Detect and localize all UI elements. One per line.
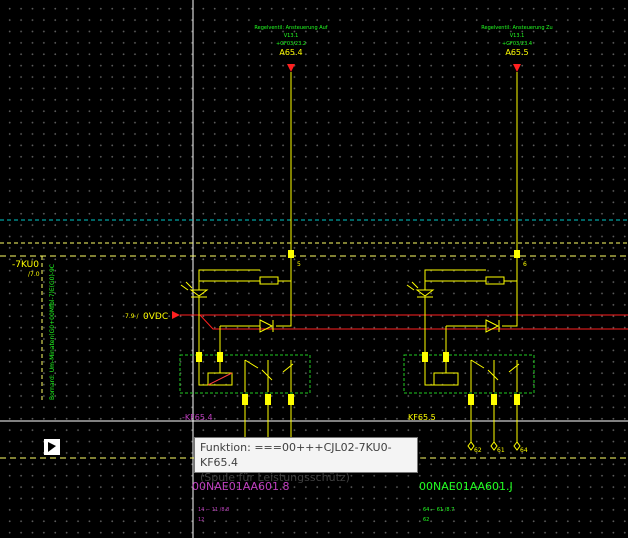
circuit-group-1: Regelventil: Ansteuerung Auf V13.1 +GF03…: [179, 25, 328, 438]
led-icon: [415, 289, 435, 297]
tooltip-description: (Spule für Leistungsschütz): [200, 471, 350, 484]
top-tag-1: A65.4: [279, 48, 302, 57]
top-address-2: +GF03/23.4: [502, 41, 532, 47]
top-pageref-2: V13.1: [510, 33, 525, 39]
potential-ref: 7.9 /: [125, 313, 139, 320]
bottom-label-1: 00NAE01AA601.8: [192, 480, 290, 493]
top-tag-2: A65.5: [505, 48, 528, 57]
top-function-2: Regelventil: Ansteuerung Zu: [481, 25, 552, 31]
contact-number: 62: [474, 447, 482, 454]
terminal: [514, 250, 520, 258]
circuit-group-2: Regelventil: Ansteuerung Zu V13.1 +GF03/…: [403, 25, 553, 454]
red-wire-main: [180, 314, 628, 330]
bottom-label-2: 00NAE01AA601.J: [419, 480, 513, 493]
block-vertical-text: Bornard: Um-Minaten(G0+00Mfbl-7)E(G0)-9C: [49, 264, 56, 400]
contact-number: 64: [520, 447, 528, 454]
contact-number: 61: [497, 447, 505, 454]
relay-box[interactable]: [403, 354, 535, 394]
potential-name: 0VDC: [143, 312, 168, 322]
resistor: [485, 276, 505, 285]
tooltip: Funktion: ===00+++CJL02-7KU0-KF65.4 (Spu…: [194, 437, 418, 484]
cross-ref-1-bottom: 12: [198, 517, 204, 523]
top-function-1: Regelventil: Ansteuerung Auf: [254, 25, 327, 31]
pdf-icon-glyph: [48, 442, 56, 452]
signal-arrow-icon: [513, 64, 521, 72]
cross-ref-1-top: 14 ⌐ 11 /8.8: [198, 507, 229, 513]
device-tag-1: -KF65.4: [182, 413, 213, 422]
device-tag-2: KF65.5: [408, 413, 436, 422]
cross-ref-2-bottom: 62: [423, 517, 429, 523]
top-pageref-1: V13.1: [284, 33, 299, 39]
tooltip-function: Funktion: ===00+++CJL02-7KU0-KF65.4: [200, 441, 392, 469]
block-ref: /7.0: [28, 271, 40, 278]
terminal-label-1: 5: [297, 261, 301, 268]
coil-icon: [433, 372, 459, 386]
resistor: [259, 276, 279, 285]
terminal-label-2: 6: [523, 261, 527, 268]
block-name: -7KU0: [12, 260, 39, 270]
terminal: [288, 250, 294, 258]
cross-ref-2-top: 64 ⌐ 61 /8.7: [423, 507, 454, 513]
diode-icon: [259, 319, 274, 333]
potential-arrow-icon: [172, 311, 180, 319]
diode-icon: [485, 319, 500, 333]
relay-box[interactable]: [179, 354, 311, 394]
top-address-1: +GF03/23.2: [276, 41, 306, 47]
signal-arrow-icon: [287, 64, 295, 72]
